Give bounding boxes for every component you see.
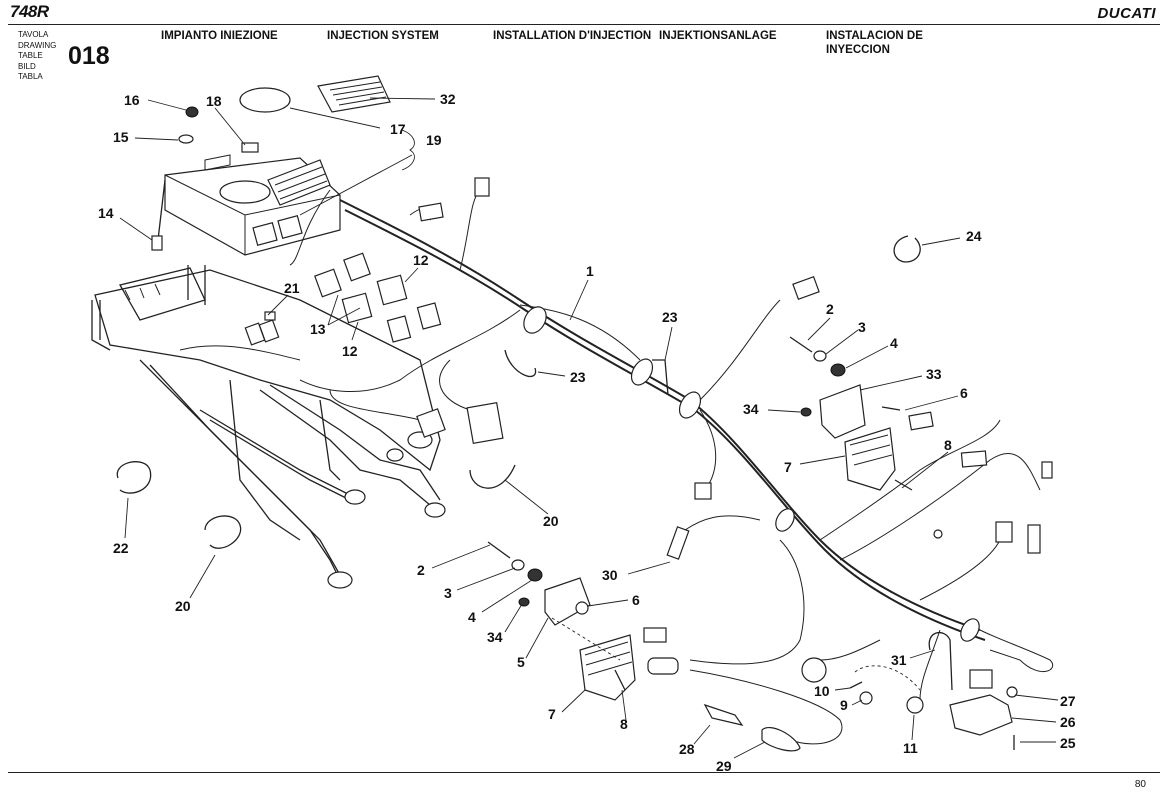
- callout-27: 27: [1060, 693, 1076, 709]
- ignition-coil-lower: [487, 541, 636, 701]
- callout-34-upper: 34: [743, 401, 759, 417]
- callout-18: 18: [206, 93, 222, 109]
- leader-lines: [119, 97, 1059, 759]
- ecu-cover-plate: [317, 75, 391, 113]
- sensors: [703, 665, 1018, 752]
- callout-20-left: 20: [175, 598, 191, 614]
- title-french: INSTALLATION D'INJECTION: [493, 30, 652, 42]
- callout-4-upper: 4: [890, 335, 898, 351]
- footer-rule: [8, 772, 1160, 773]
- page-number: 80: [1134, 779, 1146, 790]
- callout-8-lower: 8: [620, 716, 628, 732]
- callout-12-lower: 12: [342, 343, 358, 359]
- rear-subframe: [91, 265, 446, 589]
- callout-9: 9: [840, 697, 848, 713]
- callout-3-lower: 3: [444, 585, 452, 601]
- callout-33: 33: [926, 366, 942, 382]
- table-number: 018: [68, 42, 110, 70]
- callout-2-upper: 2: [826, 301, 834, 317]
- title-spanish-line1: INSTALACION DE: [826, 30, 923, 42]
- callout-6-lower: 6: [632, 592, 640, 608]
- callout-numbers: 16 18 32 15 17 19 14 1 12 13 12 21 24 23…: [98, 91, 1076, 774]
- table-label-it: TAVOLA: [18, 30, 49, 39]
- title-italian: IMPIANTO INIEZIONE: [161, 30, 278, 42]
- header-rule: [8, 24, 1160, 25]
- title-spanish: INSTALACION DE INYECCION: [826, 29, 923, 57]
- callout-26: 26: [1060, 714, 1076, 730]
- callout-23-lower: 23: [570, 369, 586, 385]
- callout-17: 17: [390, 121, 406, 137]
- table-labels: TAVOLA DRAWING TABLE BILD TABLA: [18, 30, 56, 83]
- callout-2-lower: 2: [417, 562, 425, 578]
- callout-12-upper: 12: [413, 252, 429, 268]
- callout-21: 21: [284, 280, 300, 296]
- table-label-en: DRAWING: [18, 40, 57, 50]
- callout-20-right: 20: [543, 513, 559, 529]
- fuse-18: [241, 142, 259, 153]
- ignition-coil-upper: [789, 336, 913, 491]
- model-name: 748R: [10, 2, 49, 21]
- callout-6-upper: 6: [960, 385, 968, 401]
- callout-30: 30: [602, 567, 618, 583]
- callout-19: 19: [426, 132, 442, 148]
- callout-34-lower: 34: [487, 629, 503, 645]
- callout-8-upper: 8: [944, 437, 952, 453]
- callout-23-upper: 23: [662, 309, 678, 325]
- table-label-de: BILD: [18, 61, 36, 71]
- callout-29: 29: [716, 758, 732, 774]
- stud-bolt-14: [151, 179, 166, 251]
- title-spanish-line2: INYECCION: [826, 44, 890, 56]
- callout-13: 13: [310, 321, 326, 337]
- callout-5: 5: [517, 654, 525, 670]
- callout-28: 28: [679, 741, 695, 757]
- relay-connectors: [244, 177, 1053, 689]
- title-english: INJECTION SYSTEM: [327, 30, 439, 42]
- table-label-fr: TABLE: [18, 51, 43, 60]
- callout-32: 32: [440, 91, 456, 107]
- title-german: INJEKTIONSANLAGE: [659, 30, 777, 42]
- callout-7-upper: 7: [784, 459, 792, 475]
- callout-16: 16: [124, 92, 140, 108]
- callout-14: 14: [98, 205, 114, 221]
- table-label-es: TABLA: [18, 72, 43, 81]
- callout-24: 24: [966, 228, 982, 244]
- main-wiring-harness: [179, 189, 1054, 745]
- nut-16: [185, 106, 199, 118]
- callout-10: 10: [814, 683, 830, 699]
- callout-4-lower: 4: [468, 609, 476, 625]
- callout-7-lower: 7: [548, 706, 556, 722]
- callout-11: 11: [903, 740, 918, 756]
- callout-1: 1: [586, 263, 594, 279]
- callout-15: 15: [113, 129, 129, 145]
- callout-3-upper: 3: [858, 319, 866, 335]
- callout-22: 22: [113, 540, 129, 556]
- brand-logo: DUCATI: [1097, 5, 1156, 22]
- ecu-unit: [164, 154, 341, 256]
- rubber-grommet: [239, 87, 291, 113]
- callout-25: 25: [1060, 735, 1076, 751]
- washer-15: [178, 134, 194, 144]
- callout-31: 31: [891, 652, 907, 668]
